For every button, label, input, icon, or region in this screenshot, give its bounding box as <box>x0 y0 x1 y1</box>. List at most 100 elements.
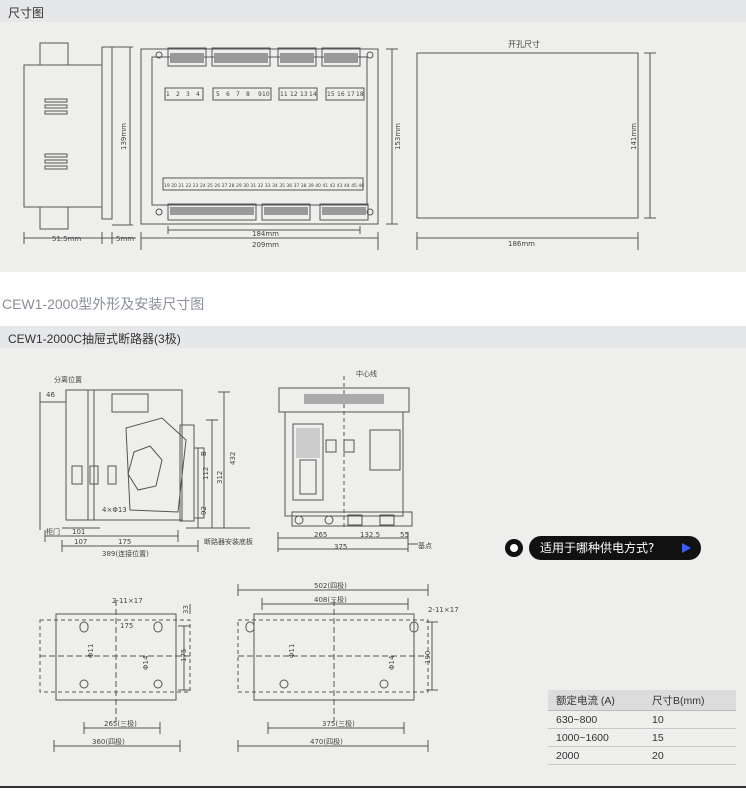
spec-cell: 630~800 <box>548 710 644 729</box>
terminal-bottom: 28 <box>229 183 235 189</box>
terminal-bottom: 39 <box>308 183 314 189</box>
terminal-bottom: 35 <box>279 183 285 189</box>
terminal-bottom: 19 <box>164 183 170 189</box>
dim-q375: 375(三极) <box>322 719 355 728</box>
section2-title-band: CEW1-2000C抽屉式断路器(3极) <box>0 326 746 348</box>
terminal-bottom: 25 <box>207 183 213 189</box>
terminal-bottom: 24 <box>200 183 206 189</box>
terminal-18: 18 <box>356 91 364 98</box>
dim-p175h: 175 <box>120 622 133 630</box>
terminal-bottom: 23 <box>193 183 199 189</box>
terminal-bottom: 26 <box>214 183 220 189</box>
terminal-8: 8 <box>246 91 250 98</box>
dim-55: 55 <box>400 531 409 539</box>
label-phi11-b: Φ11 <box>288 644 296 658</box>
terminal-3: 3 <box>186 91 190 98</box>
question-button[interactable]: 适用于哪种供电方式? <box>529 536 701 560</box>
dim-p265: 265(三极) <box>104 719 137 728</box>
label-base: 断路器安装底板 <box>204 537 253 546</box>
terminal-6: 6 <box>226 91 230 98</box>
terminal-bottom: 30 <box>243 183 249 189</box>
section1-drawing-area <box>0 22 746 272</box>
spec-header-current: 额定电流 (A) <box>548 690 644 711</box>
terminal-bottom: 37 <box>294 183 300 189</box>
terminal-bottom: 42 <box>330 183 336 189</box>
dim-132-5: 132.5 <box>360 531 380 539</box>
dim-q502: 502(四极) <box>314 581 347 590</box>
terminal-bottom: 38 <box>301 183 307 189</box>
label-holes-right: 2-11×17 <box>428 606 459 614</box>
table-row: 2000 20 <box>548 746 736 765</box>
terminal-bottom: 36 <box>286 183 292 189</box>
dim-101: 101 <box>72 528 85 536</box>
section2-heading: CEW1-2000型外形及安装尺寸图 <box>2 296 205 312</box>
section2-title: CEW1-2000C抽屉式断路器(3极) <box>8 332 181 346</box>
spec-table: 额定电流 (A) 尺寸B(mm) 630~800 10 1000~1600 15… <box>548 690 736 765</box>
terminal-1: 1 <box>166 91 170 98</box>
terminal-bottom: 22 <box>186 183 192 189</box>
terminal-7: 7 <box>236 91 240 98</box>
label-door: 柜门 <box>46 527 60 536</box>
spec-table-header: 额定电流 (A) 尺寸B(mm) <box>548 690 736 711</box>
spec-header-size: 尺寸B(mm) <box>644 690 736 711</box>
terminal-bottom: 27 <box>222 183 228 189</box>
label-separation: 分离位置 <box>54 375 82 384</box>
terminal-bottom: 31 <box>250 183 256 189</box>
terminal-17: 17 <box>347 91 355 98</box>
dim-q408: 408(三极) <box>314 595 347 604</box>
dim-b: B <box>200 451 208 456</box>
terminal-bottom: 40 <box>315 183 321 189</box>
terminal-bottom: 20 <box>171 183 177 189</box>
terminal-10: 10 <box>262 91 270 98</box>
cutout-title: 开孔尺寸 <box>508 39 540 49</box>
terminal-bottom: 44 <box>344 183 350 189</box>
terminal-bottom: 33 <box>265 183 271 189</box>
label-phi14-a: Φ14 <box>142 655 150 670</box>
hotspot-marker[interactable] <box>505 539 523 557</box>
dim-p360: 360(四极) <box>92 737 125 746</box>
terminal-5: 5 <box>216 91 220 98</box>
dim-q470: 470(四极) <box>310 737 343 746</box>
table-row: 630~800 10 <box>548 710 736 729</box>
dim-312: 312 <box>216 471 224 484</box>
dim-46: 46 <box>46 391 55 399</box>
terminal-bottom: 32 <box>258 183 264 189</box>
terminal-bottom: 21 <box>178 183 184 189</box>
terminal-bottom: 45 <box>351 183 357 189</box>
label-datum: 基点 <box>418 541 432 550</box>
dim-112: 112 <box>202 467 210 480</box>
terminal-bottom: 46 <box>358 183 364 189</box>
dim-389: 389(连接位置) <box>102 549 149 558</box>
dim-depth-5: 5mm <box>116 235 134 243</box>
dim-92: 92 <box>200 506 208 515</box>
dim-side-width: 51.5mm <box>52 235 81 243</box>
terminal-16: 16 <box>337 91 345 98</box>
terminal-2: 2 <box>176 91 180 98</box>
terminal-14: 14 <box>309 91 317 98</box>
label-4-holes: 4×Φ13 <box>102 506 127 514</box>
dim-432: 432 <box>229 452 237 465</box>
terminal-bottom: 29 <box>236 183 242 189</box>
bottom-divider <box>0 786 746 788</box>
terminal-15: 15 <box>327 91 335 98</box>
dim-cutout-width: 186mm <box>508 240 535 248</box>
label-holes-left: 2-11×17 <box>112 597 143 605</box>
terminal-12: 12 <box>290 91 298 98</box>
spec-cell: 2000 <box>548 746 644 765</box>
table-row: 1000~1600 15 <box>548 728 736 747</box>
dim-side-height: 139mm <box>120 123 128 150</box>
play-arrow-icon <box>682 543 691 553</box>
terminal-11: 11 <box>280 91 288 98</box>
label-phi11-a: Φ11 <box>87 644 95 658</box>
dim-inner-width: 184mm <box>252 230 279 238</box>
terminal-9: 9 <box>258 91 262 98</box>
question-text: 适用于哪种供电方式? <box>540 541 655 555</box>
label-center-line: 中心线 <box>356 369 377 378</box>
dim-375: 375 <box>334 543 347 551</box>
spec-cell: 1000~1600 <box>548 728 644 747</box>
terminal-13: 13 <box>300 91 308 98</box>
spec-cell: 15 <box>644 728 736 747</box>
dim-cutout-height: 141mm <box>630 123 638 150</box>
terminal-bottom: 41 <box>322 183 328 189</box>
